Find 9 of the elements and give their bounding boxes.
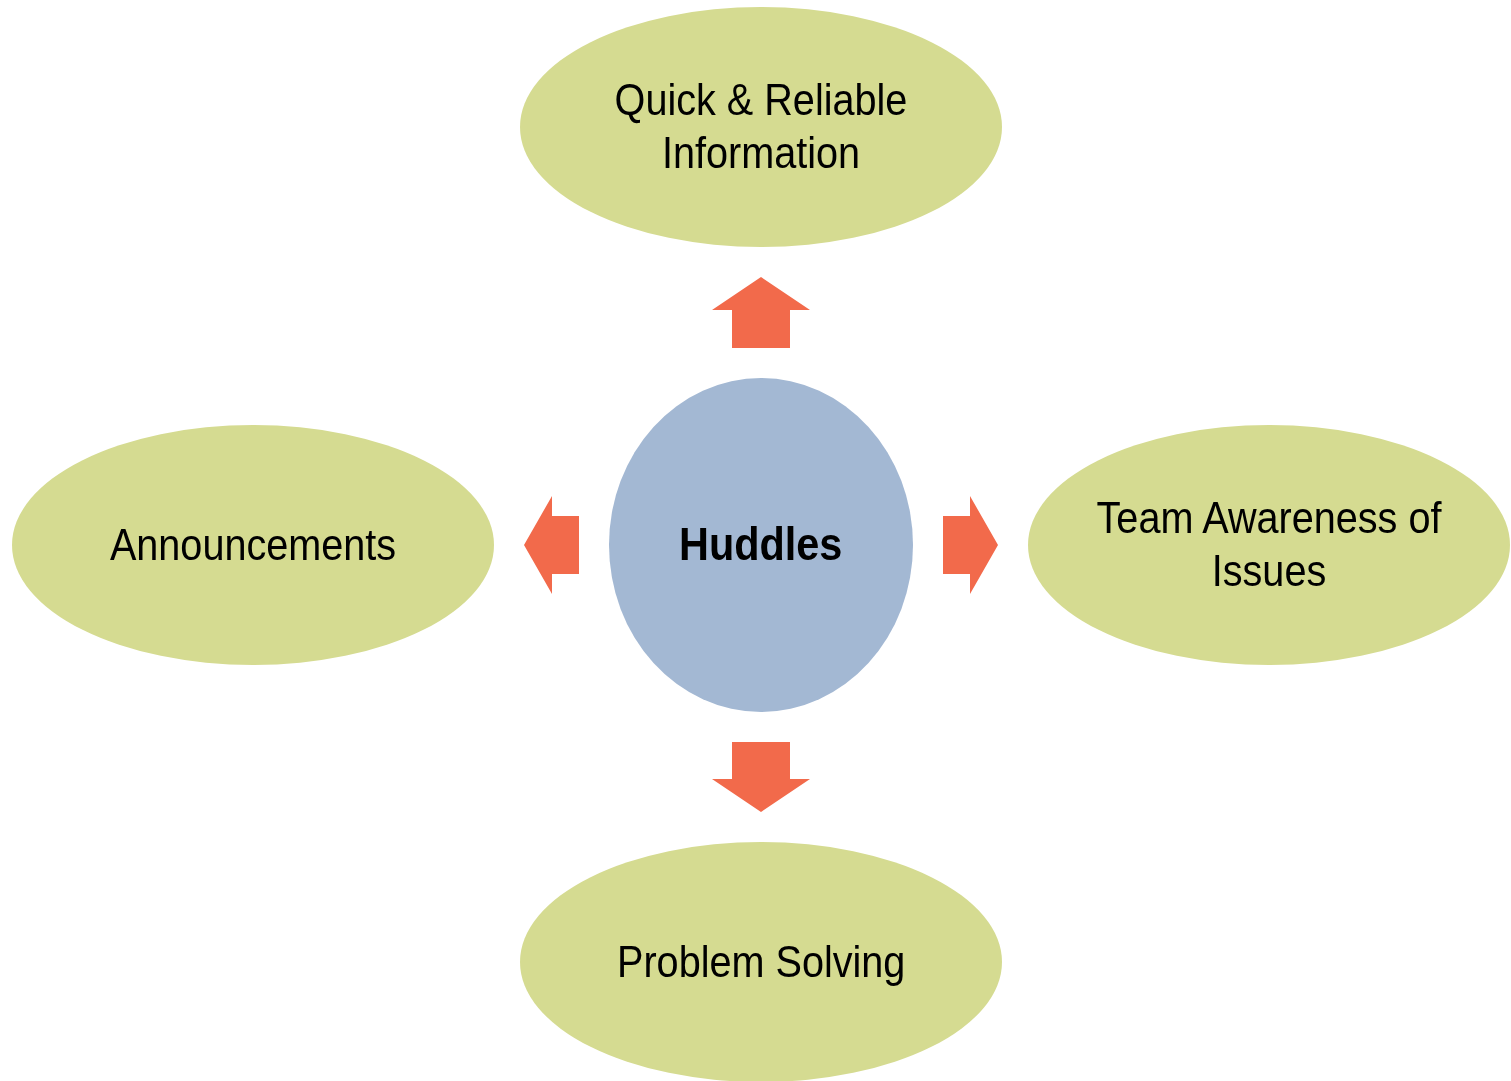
node-label: Quick & Reliable Information [613,74,909,179]
node-label: Announcements [109,518,397,571]
block-arrow [712,742,810,812]
node-label: Problem Solving [616,935,906,988]
block-arrow [524,496,579,594]
block-arrow [943,496,998,594]
node-label: Huddles [679,517,843,573]
block-arrow [712,277,810,348]
node-label: Team Awareness of Issues [1095,492,1443,597]
